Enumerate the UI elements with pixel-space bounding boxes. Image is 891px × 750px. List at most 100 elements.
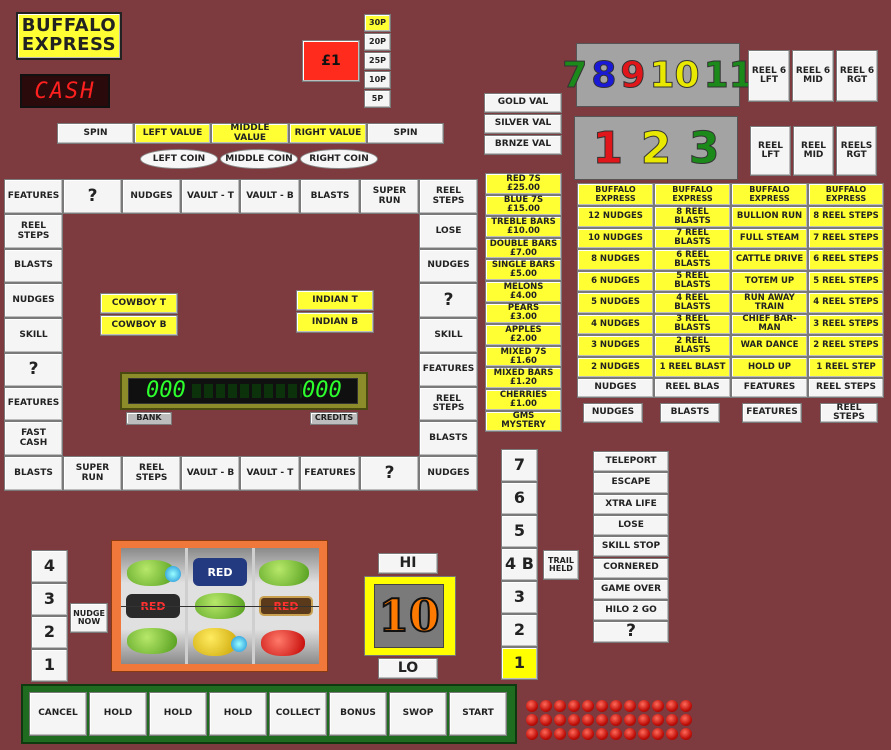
lamp-icon	[652, 714, 664, 726]
lamp-icon	[554, 714, 566, 726]
lamp-icon	[540, 714, 552, 726]
paytable-symbol: MIXED 7S	[500, 346, 547, 357]
paytable-symbol: GMS	[512, 411, 535, 422]
nudge-ladder-step: 1	[31, 649, 68, 682]
reel-6-button[interactable]: REEL 6 MID	[792, 50, 834, 102]
number-reel-digit: 10	[649, 54, 700, 96]
control-start-button[interactable]: START	[449, 692, 507, 736]
feature-cell: 5 NUDGES	[577, 292, 654, 314]
reel-6-button[interactable]: REEL 6 RGT	[836, 50, 878, 102]
control-hold-button[interactable]: HOLD	[89, 692, 147, 736]
title-line-2: EXPRESS	[21, 34, 117, 55]
value-bar-item[interactable]: SPIN	[57, 123, 134, 144]
lamp-icon	[526, 714, 538, 726]
outcome-item: HILO 2 GO	[593, 600, 669, 622]
coin-oval: LEFT COIN	[140, 149, 218, 169]
feature-button[interactable]: FEATURES	[742, 403, 802, 423]
control-hold-button[interactable]: HOLD	[209, 692, 267, 736]
paytable-symbol: APPLES	[505, 325, 542, 336]
feature-cell: 1 REEL STEP	[808, 356, 884, 378]
control-collect-button[interactable]: COLLECT	[269, 692, 327, 736]
pear-icon	[193, 628, 237, 656]
lamp-icon	[596, 714, 608, 726]
feature-cell: 5 REEL STEPS	[808, 270, 884, 292]
feature-cell: 8 NUDGES	[577, 249, 654, 271]
reel-nudge-button[interactable]: REEL MID	[793, 126, 834, 176]
trail-square: REEL STEPS	[4, 214, 63, 249]
number-reel-digit: 3	[688, 122, 720, 174]
nudge-ladder-step: 4	[31, 550, 68, 583]
lamp-icon	[624, 700, 636, 712]
paytable-symbol: MELONS	[503, 281, 544, 292]
feature-cell: 8 REEL STEPS	[808, 206, 884, 228]
paytable-row: CHERRIES£1.00	[485, 389, 562, 411]
feature-button[interactable]: REEL STEPS	[820, 403, 878, 423]
coin-value-0: 30P	[364, 14, 391, 32]
number-reel-digit: 8	[591, 54, 617, 96]
trail-square: ?	[4, 353, 63, 387]
paytable-row: BLUE 7S£15.00	[485, 194, 562, 217]
coin-oval: MIDDLE COIN	[220, 149, 298, 169]
paytable-symbol: RED 7S	[506, 173, 541, 184]
stake-button[interactable]: £1	[302, 40, 360, 82]
control-hold-button[interactable]: HOLD	[149, 692, 207, 736]
feature-button[interactable]: BLASTS	[660, 403, 720, 423]
reel-nudge-button[interactable]: REEL LFT	[750, 126, 791, 176]
lamp-icon	[582, 728, 594, 740]
number-reel-digit: 9	[620, 54, 646, 96]
feature-cell: RUN AWAY TRAIN	[731, 292, 808, 314]
coin-oval: RIGHT COIN	[300, 149, 378, 169]
bank-credits-display	[128, 378, 358, 404]
title-line-1: BUFFALO	[21, 15, 117, 37]
reel-6-button[interactable]: REEL 6 LFT	[748, 50, 790, 102]
metal-value-0: GOLD VAL	[484, 93, 562, 113]
trail-square: BLASTS	[4, 249, 63, 283]
lamp-icon	[680, 728, 692, 740]
paytable-row: PEARS£3.00	[485, 302, 562, 325]
lamp-icon	[610, 700, 622, 712]
control-cancel-button[interactable]: CANCEL	[29, 692, 87, 736]
value-bar-item[interactable]: SPIN	[367, 123, 444, 144]
paytable-row: APPLES£2.00	[485, 324, 562, 346]
lamp-icon	[582, 700, 594, 712]
lamp-icon	[568, 714, 580, 726]
feature-cell: FULL STEAM	[731, 227, 808, 249]
feature-footer: REEL BLAS	[654, 378, 731, 398]
trail-square: VAULT - B	[181, 456, 240, 491]
lamp-icon	[554, 728, 566, 740]
lamp-icon	[666, 728, 678, 740]
feature-button[interactable]: NUDGES	[583, 403, 643, 423]
lamp-icon	[666, 700, 678, 712]
lo-button[interactable]: LO	[378, 658, 438, 679]
trail-square: FAST CASH	[4, 421, 63, 456]
feature-cell: 4 NUDGES	[577, 313, 654, 335]
outcome-item: ESCAPE	[593, 472, 669, 494]
paytable-symbol: SINGLE BARS	[491, 260, 556, 271]
trail-held-button[interactable]: TRAIL HELD	[543, 550, 579, 580]
trail-square: ?	[360, 456, 419, 491]
trail-ladder-step: 3	[501, 581, 538, 614]
feature-cell: HOLD UP	[731, 356, 808, 378]
control-swop-button[interactable]: SWOP	[389, 692, 447, 736]
trail-square: LOSE	[419, 214, 478, 249]
hilo-value: 10	[377, 590, 440, 643]
feature-cell: 3 REEL BLASTS	[654, 313, 731, 335]
feature-cell: 6 REEL STEPS	[808, 249, 884, 271]
apple-icon	[127, 628, 177, 654]
feature-cell: 5 REEL BLASTS	[654, 270, 731, 292]
trail-square: REEL STEPS	[419, 387, 478, 421]
outcome-item: ?	[593, 621, 669, 643]
lamp-icon	[680, 714, 692, 726]
outcome-item: XTRA LIFE	[593, 493, 669, 515]
control-bonus-button[interactable]: BONUS	[329, 692, 387, 736]
lamp-icon	[540, 700, 552, 712]
lamp-icon	[624, 728, 636, 740]
reel-nudge-button[interactable]: REELS RGT	[836, 126, 877, 176]
lamp-icon	[680, 700, 692, 712]
outcome-item: LOSE	[593, 514, 669, 537]
hi-button[interactable]: HI	[378, 553, 438, 574]
nudge-now-button[interactable]: NUDGE NOW	[70, 603, 108, 633]
feature-cell: CATTLE DRIVE	[731, 249, 808, 271]
